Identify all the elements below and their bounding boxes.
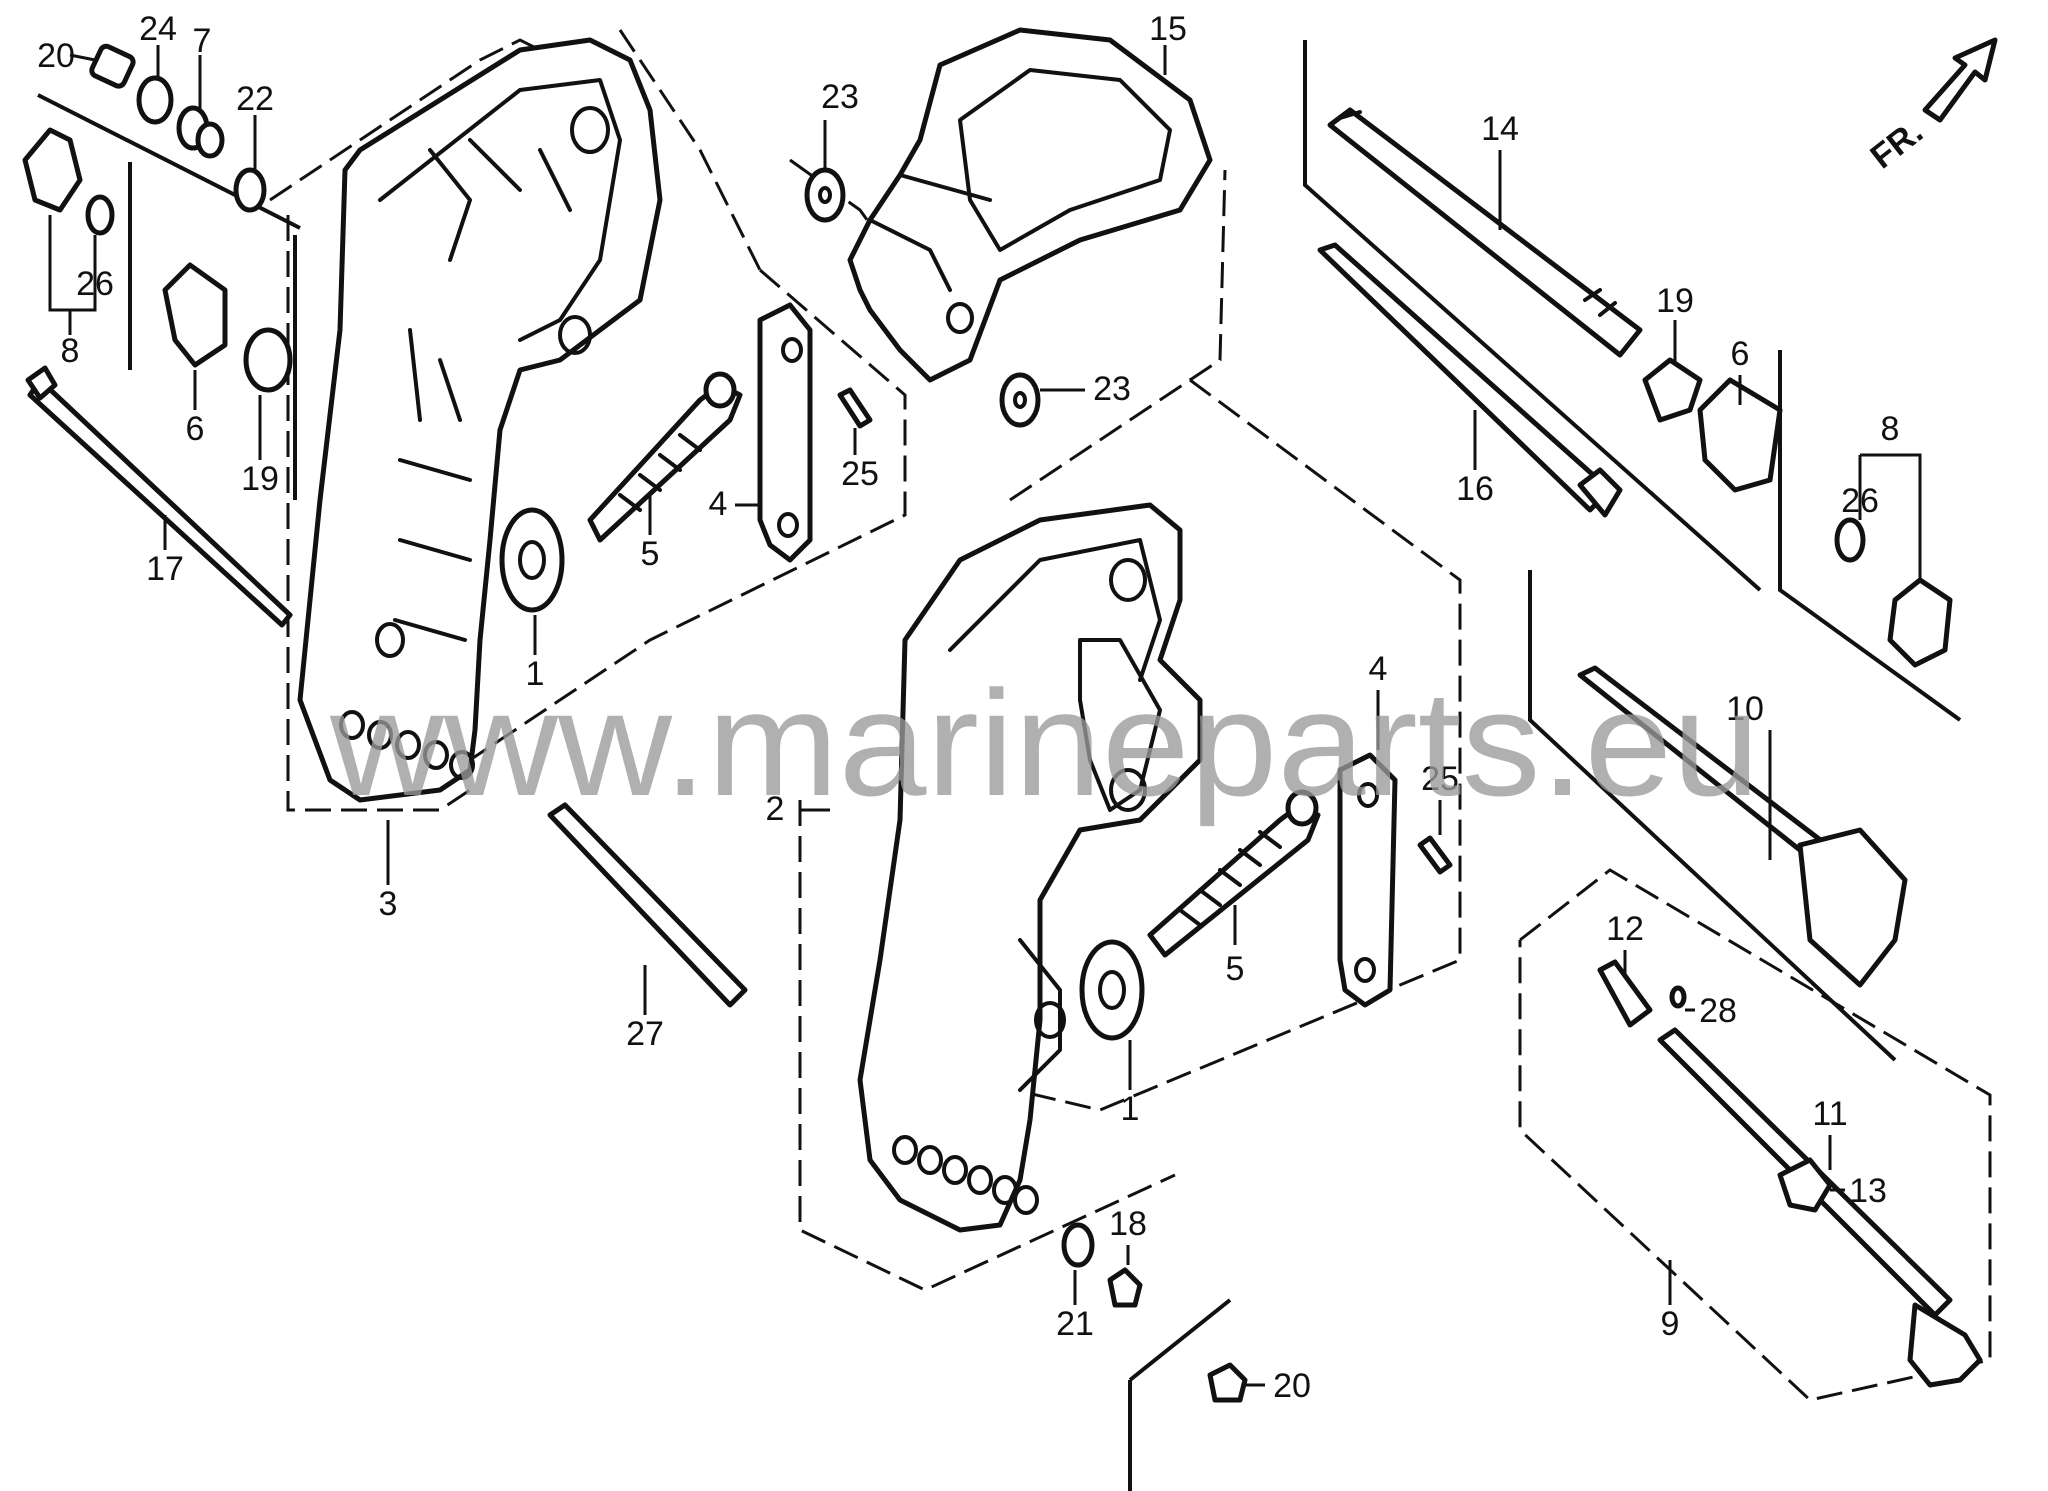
callout-9: 9 bbox=[1661, 1305, 1680, 1343]
callout-18: 18 bbox=[1109, 1205, 1147, 1243]
callout-14: 14 bbox=[1481, 110, 1519, 148]
callout-23: 23 bbox=[1093, 370, 1131, 408]
callout-11: 11 bbox=[1812, 1095, 1847, 1133]
callout-17: 17 bbox=[146, 550, 184, 588]
callout-numbers: 20 24 7 22 26 8 6 19 17 3 1 5 4 25 23 23… bbox=[37, 10, 1899, 1405]
callout-16: 16 bbox=[1456, 470, 1494, 508]
carrying-handle bbox=[847, 27, 1213, 383]
callout-4: 4 bbox=[1369, 650, 1388, 688]
callout-21: 21 bbox=[1056, 1305, 1094, 1343]
callout-1: 1 bbox=[1121, 1090, 1140, 1128]
callout-15: 15 bbox=[1149, 10, 1187, 48]
stern-bracket-right bbox=[857, 502, 1203, 1233]
callout-6: 6 bbox=[1731, 335, 1750, 373]
adjuster-parts-right bbox=[1079, 752, 1453, 1041]
nuts-lower bbox=[1061, 985, 1687, 1403]
callout-8: 8 bbox=[61, 332, 80, 370]
callout-5: 5 bbox=[641, 535, 660, 573]
stern-bracket-left bbox=[297, 37, 663, 803]
callout-25: 25 bbox=[1421, 760, 1459, 798]
callout-24: 24 bbox=[139, 10, 177, 48]
callout-2: 2 bbox=[766, 790, 785, 828]
callout-5: 5 bbox=[1226, 950, 1245, 988]
callout-25: 25 bbox=[841, 455, 879, 493]
bracket-holes-right bbox=[892, 1135, 1039, 1215]
callout-27: 27 bbox=[626, 1015, 664, 1053]
callout-20: 20 bbox=[37, 37, 75, 75]
callout-12: 12 bbox=[1606, 910, 1644, 948]
callout-19: 19 bbox=[241, 460, 279, 498]
callout-8: 8 bbox=[1881, 410, 1900, 448]
callout-3: 3 bbox=[379, 885, 398, 923]
callout-10: 10 bbox=[1726, 690, 1764, 728]
callout-7: 7 bbox=[193, 22, 212, 60]
callout-19: 19 bbox=[1656, 282, 1694, 320]
callout-23: 23 bbox=[821, 78, 859, 116]
front-direction-label: FR. bbox=[1864, 113, 1931, 177]
front-direction-arrow: FR. bbox=[1864, 37, 1998, 177]
callout-26: 26 bbox=[1841, 482, 1879, 520]
rods bbox=[547, 665, 1983, 1388]
shafts bbox=[1317, 107, 1953, 668]
bracket-holes-left bbox=[339, 710, 475, 780]
leader-lines bbox=[48, 45, 1922, 1387]
adjuster-parts-left bbox=[499, 302, 873, 613]
callout-20: 20 bbox=[1273, 1367, 1311, 1405]
callout-26: 26 bbox=[76, 265, 114, 303]
callout-22: 22 bbox=[236, 80, 274, 118]
watermark-text: www.marineparts.eu bbox=[329, 659, 1760, 827]
assembly-boundaries bbox=[37, 29, 1992, 1491]
hardware-left bbox=[22, 43, 293, 628]
callout-6: 6 bbox=[186, 410, 205, 448]
callout-13: 13 bbox=[1849, 1172, 1887, 1210]
callout-4: 4 bbox=[709, 485, 728, 523]
callout-1: 1 bbox=[526, 655, 545, 693]
washers-23 bbox=[804, 167, 1041, 428]
callout-28: 28 bbox=[1699, 992, 1737, 1030]
